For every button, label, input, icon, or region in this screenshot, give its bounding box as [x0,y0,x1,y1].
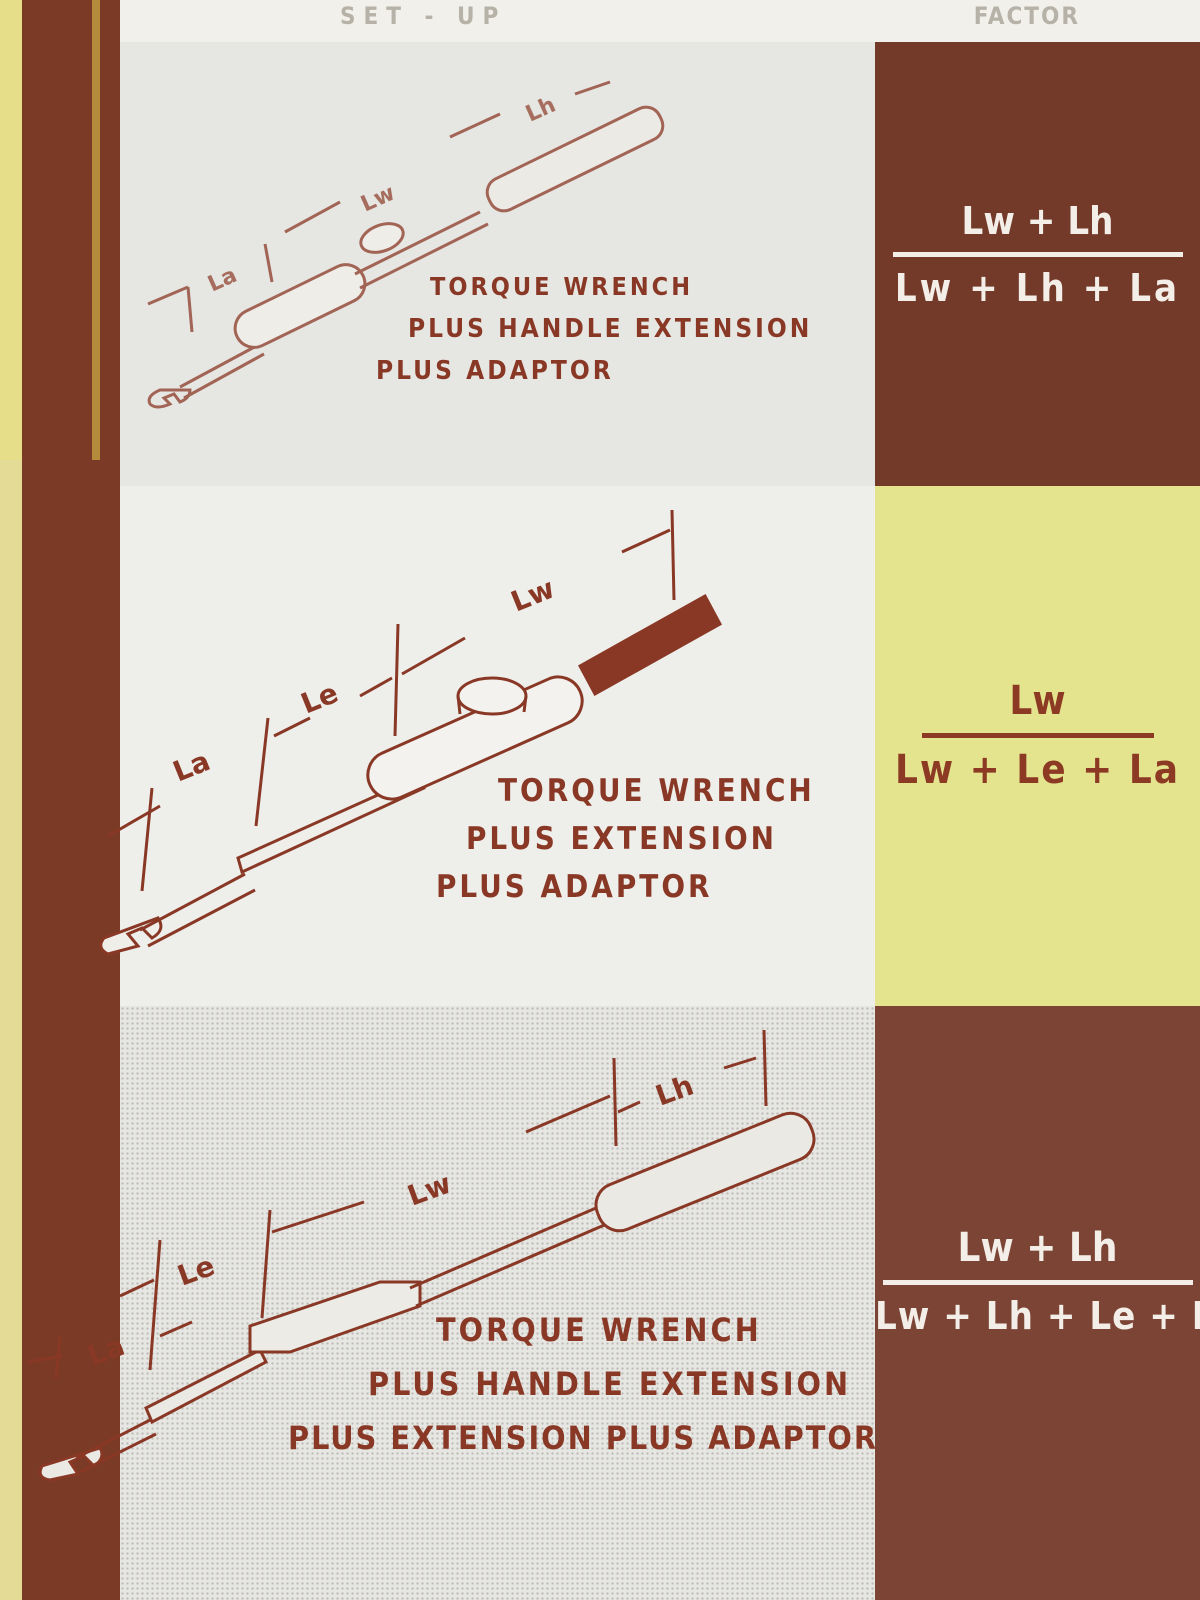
wrench-3-extension [144,1347,268,1425]
row2-illustration-panel: La Le Lw TORQUE WRENCH PLUS EXTENSION PL… [99,486,875,1006]
header-factor: FACTOR [973,2,1080,30]
wrench-2-dial [456,676,528,716]
row3-factor-panel: Lw + Lh Lw + Lh + Le + L [875,1006,1200,1600]
dim-label-le: Le [296,676,343,720]
header-setup: SET - UP [340,2,507,30]
row1-illustration-panel: La Lw Lh TORQUE WRENCH PLUS HANDLE EXTEN… [120,42,875,486]
wrench-1-head [147,388,192,409]
row2-factor-panel: Lw Lw + Le + La [875,486,1200,1006]
row1-caption-line2: PLUS HANDLE EXTENSION [408,314,813,344]
wrench-diagram-2: La Le Lw [99,509,723,956]
wrench-1-body [233,263,367,349]
row1-factor-panel: Lw + Lh Lw + Lh + La [875,42,1200,486]
wrench-2-handle [577,593,723,697]
binder-edge-lower [0,460,22,1600]
wrench-diagram-3: La Le Lw Lh [27,1029,816,1482]
row2-caption-line1: TORQUE WRENCH [498,773,815,809]
row3-denominator: Lw + Lh + Le + L [875,1294,1200,1338]
row1-formula: Lw + Lh Lw + Lh + La [875,202,1200,307]
wrench-2-body [366,675,584,801]
wrench-1-adaptor [179,342,261,389]
row1-numerator: Lw + Lh [961,199,1114,243]
row3-fraction-bar [883,1280,1193,1285]
wrench-1-handle [485,105,665,213]
wrench-1-dial [359,222,405,254]
row2-caption-line3: PLUS ADAPTOR [436,869,713,905]
dim-label-la: La [168,744,214,788]
dim-label-lw: Lw [357,181,399,218]
dim-label-la: La [204,263,241,298]
wrench-3-lines [27,1029,816,1482]
row2-fraction-bar [921,733,1154,738]
table-header: SET - UP FACTOR [120,0,1200,42]
row2-formula: Lw Lw + Le + La [875,681,1200,790]
row2-caption-line2: PLUS EXTENSION [466,821,778,857]
row3-illustration-panel: La Le Lw Lh TORQUE WRENCH PLUS HANDLE EX… [27,1006,878,1600]
row3-caption-line2: PLUS HANDLE EXTENSION [368,1365,852,1403]
dim-label-lh: Lh [522,93,559,128]
row1-caption-line3: PLUS ADAPTOR [376,356,614,386]
wrench-3-body [248,1280,422,1354]
row1-fraction-bar [892,252,1183,257]
wrench-2-adaptor [139,872,246,932]
row1-caption-line1: TORQUE WRENCH [430,272,694,301]
row2-denominator: Lw + Le + La [894,747,1181,793]
row3-formula: Lw + Lh Lw + Lh + Le + L [875,1228,1200,1335]
wrench-2-lines [99,509,723,956]
chart-page: SET - UP FACTOR [27,0,1200,1600]
wrench-3-adaptor [75,1418,151,1460]
dim-label-lw: Lw [403,1167,455,1213]
row3-caption-line1: TORQUE WRENCH [436,1311,762,1349]
row1-denominator: Lw + Lh + La [894,266,1181,310]
wrench-1-lines [147,80,665,409]
dim-label-le: Le [173,1249,219,1293]
binder-stripe [92,0,100,460]
dim-label-lh: Lh [651,1069,698,1113]
row3-numerator: Lw + Lh [957,1225,1118,1271]
row3-caption-line3: PLUS EXTENSION PLUS ADAPTOR [288,1419,878,1457]
wrench-diagram-1: La Lw Lh [147,80,665,409]
wrench-3-shaft [409,1200,611,1290]
dim-label-lw: Lw [506,572,559,619]
wrench-3-handle-extension [594,1111,816,1233]
row2-numerator: Lw [1009,678,1066,724]
